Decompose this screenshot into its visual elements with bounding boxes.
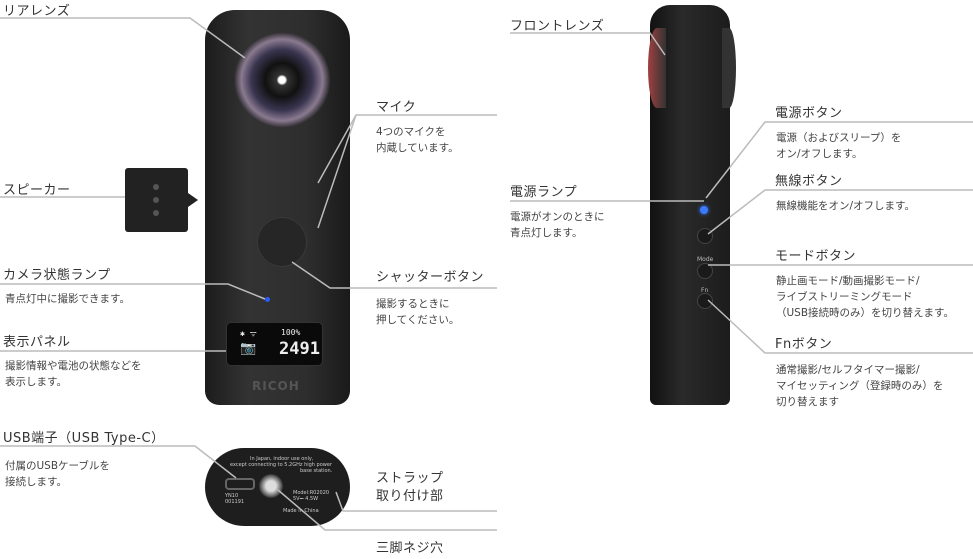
status-lamp [265,297,270,302]
rear-lens-side [722,28,736,108]
tripod-socket [259,474,283,498]
label-tripod: 三脚ネジ穴 [376,541,444,556]
leader-line [277,489,497,531]
speaker-closeup [125,168,188,232]
label-front-lens: フロントレンズ [510,19,605,34]
camera-bottom-image: In Japan, indoor use only, except connec… [205,448,350,526]
leader-line [707,299,973,354]
leader-line [291,261,497,289]
printed-text: except connecting to 5.2GHz high power [230,462,333,468]
shutter-button [257,217,307,267]
desc-display-panel: 撮影情報や電池の状態などを 表示します。 [5,360,142,388]
power-lamp [700,206,708,214]
desc-fn-button: 通常撮影/セルフタイマー撮影/ マイセッティング（登録時のみ）を 切り替えます [776,364,944,408]
label-usb: USB端子（USB Type-C） [3,431,165,446]
usb-port [225,478,255,490]
battery-level: 100% [281,328,301,337]
label-strap: ストラップ 取り付け部 [376,471,444,504]
leader-line [0,283,266,300]
printed-text: Made in China [283,508,319,514]
front-lens [648,28,666,108]
arrow-icon [188,193,198,207]
printed-text: Model:R02020 [293,490,330,496]
wireless-icon: ✱ ᯤ [240,329,257,338]
printed-text: YN10 [225,493,239,499]
printed-text: 5V⎓ 4.5W [293,496,319,502]
leader-line [335,491,497,512]
label-wireless-button: 無線ボタン [775,174,843,189]
brand-logo: RICOH [252,379,300,393]
label-power-lamp: 電源ランプ [510,185,578,200]
label-display-panel: 表示パネル [3,335,71,350]
desc-power-lamp: 電源がオンのときに 青点灯します。 [510,211,605,239]
mode-mark: Mode [697,256,714,263]
leader-line [705,121,973,199]
leader-line [0,445,237,479]
printed-text: In Japan, indoor use only, [250,456,314,462]
fn-mark: Fn [701,287,709,294]
label-fn-button: Fnボタン [775,337,833,352]
label-mic: マイク [376,100,417,115]
label-rear-lens: リアレンズ [3,4,71,19]
mode-button [697,263,713,279]
desc-wireless-button: 無線機能をオン/オフします。 [776,200,915,212]
desc-status-lamp: 青点灯中に撮影できます。 [5,293,130,305]
label-status-lamp: カメラ状態ランプ [3,268,111,283]
label-shutter: シャッターボタン [376,270,485,285]
shot-count: 2491 [279,339,320,359]
desc-shutter: 撮影するときに 押してください。 [376,298,460,326]
display-panel: ✱ ᯤ 📷 100% 2491 [226,322,323,366]
label-power-button: 電源ボタン [775,106,843,121]
rear-lens [234,32,330,128]
leader-line [707,189,973,235]
fn-button [697,293,713,309]
label-mode-button: モードボタン [775,249,857,264]
printed-text: base station. [300,468,333,474]
wireless-button [697,228,713,244]
printed-text: 001191 [225,499,245,505]
leader-line [0,17,246,59]
desc-mode-button: 静止画モード/動画撮影モード/ ライブストリーミングモード （USB接続時のみ）… [776,275,955,319]
leader-line [510,32,666,56]
label-speaker: スピーカー [3,183,71,198]
leader-line [317,114,357,229]
desc-usb: 付属のUSBケーブルを 接続します。 [5,460,110,488]
camera-icon: 📷 [240,341,257,356]
desc-power-button: 電源（およびスリープ）を オン/オフします。 [776,132,902,160]
desc-mic: 4つのマイクを 内蔵しています。 [376,126,459,154]
